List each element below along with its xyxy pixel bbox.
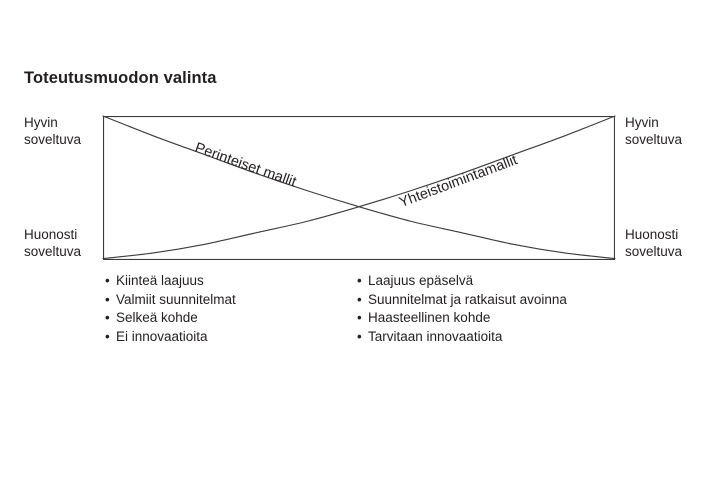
page-title: Toteutusmuodon valinta — [24, 69, 217, 87]
list-item: • Laajuus epäselvä — [356, 272, 567, 291]
list-item: • Selkeä kohde — [104, 309, 236, 328]
axis-label-right-bottom-line2: soveltuva — [625, 244, 683, 259]
list-item-label: Suunnitelmat ja ratkaisut avoinna — [368, 291, 567, 307]
axis-label-right-bottom-line1: Huonosti — [625, 227, 679, 242]
bullet-dot-icon: • — [357, 291, 362, 307]
list-item: • Kiinteä laajuus — [104, 272, 236, 291]
axis-label-right-top: Hyvin soveltuva — [625, 114, 682, 148]
bullet-dot-icon: • — [357, 273, 362, 288]
bullet-dot-icon: • — [105, 310, 110, 325]
list-item-label: Kiinteä laajuus — [116, 273, 204, 288]
list-item: • Haasteellinen kohde — [356, 309, 567, 328]
curve-yhteistoimintamallit — [102, 115, 616, 260]
axis-label-left-top-line1: Hyvin — [24, 115, 58, 130]
bullet-column-left: • Kiinteä laajuus • Valmiit suunnitelmat • Se… — [104, 272, 236, 346]
axis-label-left-bottom-line1: Huonosti — [24, 227, 78, 242]
list-item: • Valmiit suunnitelmat — [104, 291, 236, 310]
plot-svg — [102, 115, 616, 260]
axis-label-left-bottom-line2: soveltuva — [24, 244, 82, 259]
axis-label-left-bottom: Huonosti soveltuva — [24, 226, 81, 260]
list-item: • Ei innovaatioita — [104, 328, 236, 347]
plot-frame — [103, 116, 615, 260]
bullet-dot-icon: • — [105, 291, 110, 307]
axis-label-left-top: Hyvin soveltuva — [24, 114, 81, 148]
bullet-dot-icon: • — [357, 310, 362, 325]
list-item-label: Valmiit suunnitelmat — [116, 291, 236, 307]
list-item-label: Haasteellinen kohde — [368, 310, 491, 325]
axis-label-right-top-line2: soveltuva — [625, 132, 683, 147]
axis-label-right-bottom: Huonosti soveltuva — [625, 226, 682, 260]
axis-label-left-top-line2: soveltuva — [24, 132, 82, 147]
list-item-label: Selkeä kohde — [116, 310, 198, 325]
list-item-label: Tarvitaan innovaatioita — [368, 328, 503, 344]
axis-label-right-top-line1: Hyvin — [625, 115, 659, 130]
bullet-list-left: • Kiinteä laajuus • Valmiit suunnitelmat • Se… — [104, 272, 236, 346]
bullet-list-right: • Laajuus epäselvä • Suunnitelmat ja ratkai… — [356, 272, 567, 346]
list-item: • Suunnitelmat ja ratkaisut avoinna — [356, 291, 567, 310]
bullet-dot-icon: • — [105, 328, 110, 344]
bullet-dot-icon: • — [357, 328, 362, 344]
list-item: • Tarvitaan innovaatioita — [356, 328, 567, 347]
bullet-dot-icon: • — [105, 273, 110, 288]
plot-area — [102, 115, 616, 260]
list-item-label: Laajuus epäselvä — [368, 273, 474, 288]
bullet-column-right: • Laajuus epäselvä • Suunnitelmat ja ratkai… — [356, 272, 567, 346]
list-item-label: Ei innovaatioita — [116, 328, 208, 344]
